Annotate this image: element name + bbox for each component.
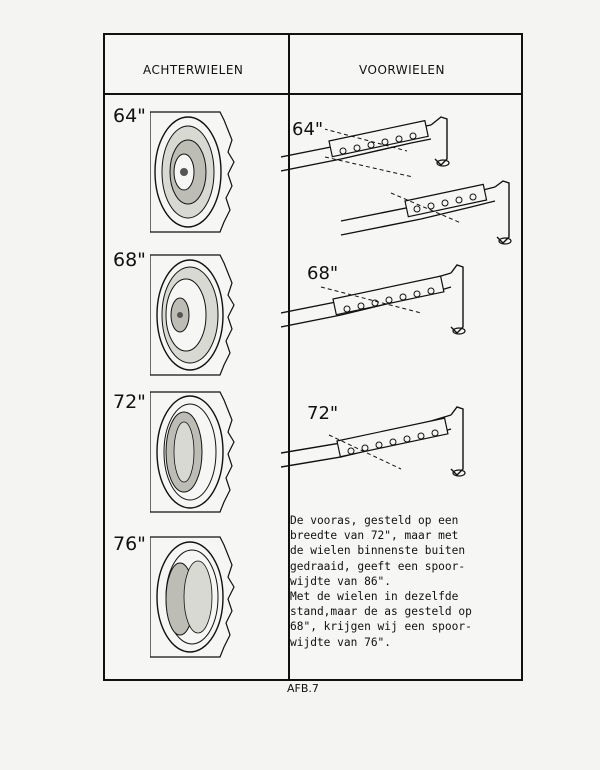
rear-wheel-illustration-64	[150, 110, 240, 235]
header-front-wheels: VOORWIELEN	[359, 63, 445, 77]
column-divider	[288, 95, 290, 681]
front-axle-label-72: 72"	[305, 403, 341, 424]
figure-caption: AFB.7	[287, 682, 319, 695]
explanation-note: De vooras, gesteld op een breedte van 72…	[290, 513, 500, 650]
note-line: de wielen binnenste buiten	[290, 544, 466, 558]
header-divider	[288, 35, 290, 95]
header-rear-wheels: ACHTERWIELEN	[143, 63, 244, 77]
note-line: breedte van 72", maar met	[290, 529, 459, 543]
note-line: gedraaid, geeft een spoor-	[290, 559, 466, 573]
front-axle-label-64: 64"	[290, 119, 326, 140]
rear-wheel-label-72: 72"	[113, 391, 146, 413]
rear-wheel-label-76: 76"	[113, 533, 146, 555]
rear-wheel-illustration-76	[150, 535, 240, 660]
figure-frame: ACHTERWIELEN VOORWIELEN 64" 68" 72"	[103, 33, 523, 681]
front-axle-label-68: 68"	[305, 263, 341, 284]
note-line: wijdte van 86".	[290, 574, 392, 588]
note-line: Met de wielen in dezelfde	[290, 590, 459, 604]
note-line: wijdte van 76".	[290, 635, 392, 649]
front-axle-illustration-72	[281, 395, 481, 485]
rear-wheel-illustration-72	[150, 390, 240, 515]
table-header: ACHTERWIELEN VOORWIELEN	[105, 35, 521, 95]
note-line: 68", krijgen wij een spoor-	[290, 620, 472, 634]
rear-wheel-label-64: 64"	[113, 105, 146, 127]
note-line: De vooras, gesteld op een	[290, 514, 459, 527]
rear-wheel-illustration-68	[150, 253, 240, 378]
note-line: stand,maar de as gesteld op	[290, 605, 472, 619]
rear-wheel-label-68: 68"	[113, 249, 146, 271]
front-axle-illustration-64	[281, 105, 521, 255]
front-axle-illustration-68	[281, 257, 481, 347]
